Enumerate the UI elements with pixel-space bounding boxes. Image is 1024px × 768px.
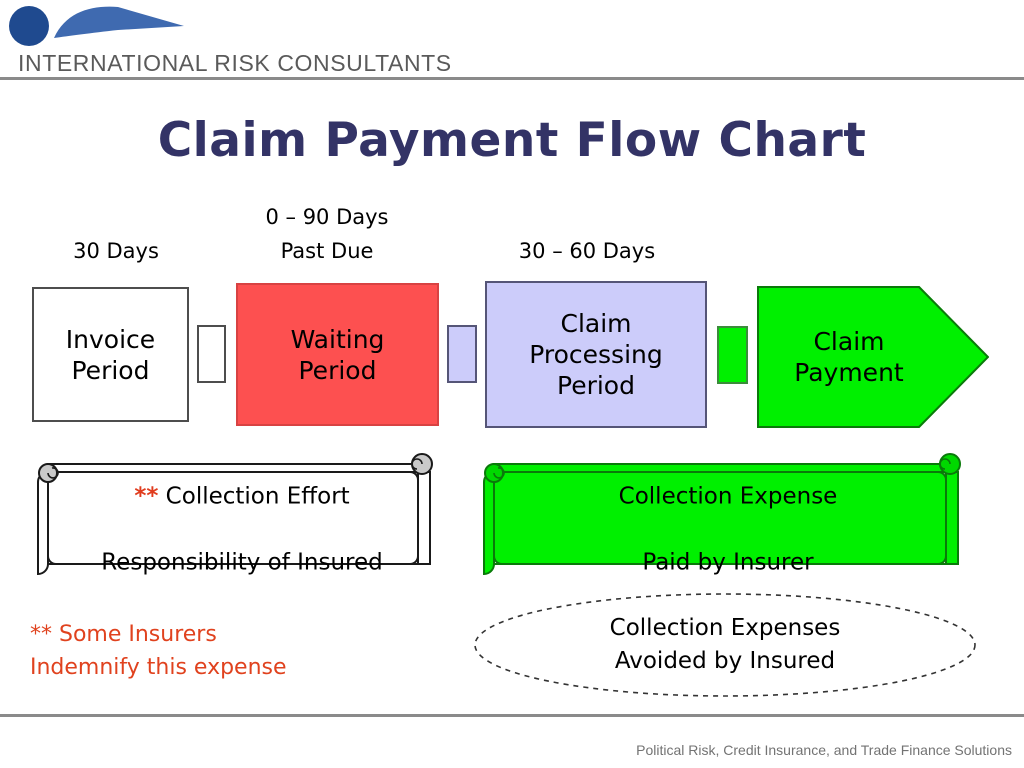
flow-connector-3: [717, 326, 748, 384]
period-label-claim-processing: 30 – 60 Days: [518, 239, 656, 263]
circle-swoosh-logo-icon: [6, 4, 256, 52]
flow-stage-waiting-period[interactable]: Waiting Period: [236, 283, 439, 426]
footnote-some-insurers: ** Some Insurers Indemnify this expense: [30, 622, 287, 680]
scroll-banner-collection-effort: ** Collection Effort Responsibility of I…: [26, 452, 444, 580]
header-divider: [0, 77, 1024, 80]
page-header: INTERNATIONAL RISK CONSULTANTS: [0, 0, 1024, 82]
period-label-invoice: 30 Days: [73, 239, 159, 263]
scroll-banner-collection-expense: Collection Expense Paid by Insurer: [472, 452, 972, 580]
page-title: Claim Payment Flow Chart: [157, 113, 867, 168]
period-label-waiting: 0 – 90 Days Past Due: [265, 205, 389, 263]
flow-stage-invoice-period[interactable]: Invoice Period: [32, 287, 189, 422]
dashed-ellipse-text: Collection Expenses Avoided by Insured: [609, 615, 841, 674]
company-name: INTERNATIONAL RISK CONSULTANTS: [18, 50, 452, 76]
footer-divider: [0, 714, 1024, 717]
flow-connector-2: [447, 325, 477, 383]
flow-stage-claim-payment[interactable]: Claim Payment: [757, 286, 989, 428]
dashed-ellipse-collection-expenses-avoided: Collection Expenses Avoided by Insured: [473, 592, 977, 698]
flow-stage-claim-processing-period[interactable]: Claim Processing Period: [485, 281, 707, 428]
flow-connector-1: [197, 325, 226, 383]
footer-tagline: Political Risk, Credit Insurance, and Tr…: [636, 742, 1012, 758]
